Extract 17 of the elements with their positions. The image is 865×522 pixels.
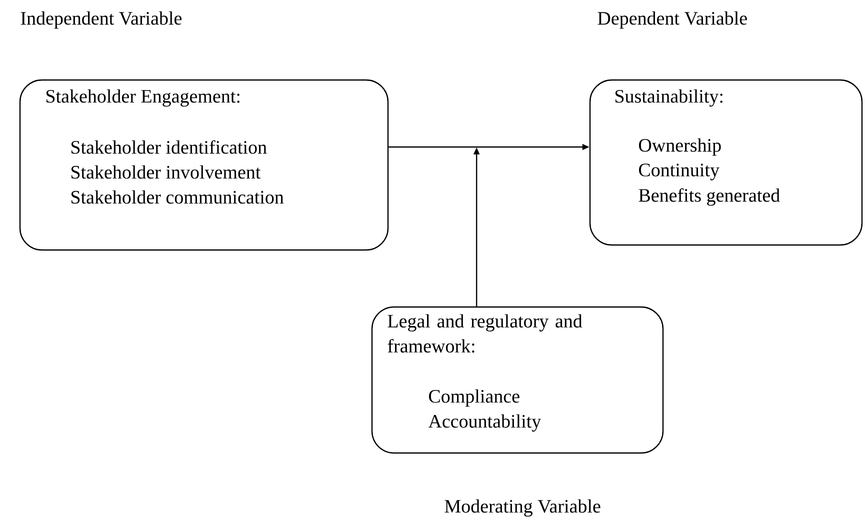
list-item: Accountability [428, 414, 542, 432]
rounded-box [19, 79, 389, 251]
variable-label: Moderating Variable [444, 499, 600, 517]
list-item: Compliance [429, 389, 520, 407]
list-item: Benefits generated [638, 188, 780, 206]
variable-label: Independent Variable [20, 11, 182, 29]
box-heading: Stakeholder Engagement: [46, 89, 240, 107]
list-item: Ownership [638, 138, 721, 156]
list-item: Stakeholder communication [71, 190, 284, 204]
list-item: Stakeholder involvement [71, 165, 261, 179]
rounded-box [371, 306, 664, 454]
variable-label: Dependent Variable [598, 11, 747, 29]
box-heading: Legal and regulatory and framework: [388, 314, 582, 353]
box-heading: Sustainability: [615, 89, 722, 107]
list-item: Continuity [638, 164, 720, 180]
list-item: Stakeholder identification [71, 140, 267, 154]
rounded-box [589, 79, 863, 246]
